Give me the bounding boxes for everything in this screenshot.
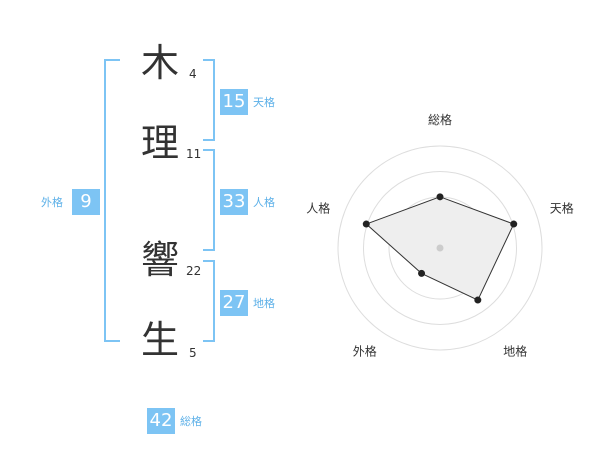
radar-axis-label-2: 天格 bbox=[550, 200, 574, 215]
radar-grid-ring-1 bbox=[414, 222, 466, 274]
jinkaku-label: 人格 bbox=[253, 196, 275, 209]
radar-axis-label-3: 地格 bbox=[503, 344, 527, 359]
jinkaku-value: 33 bbox=[220, 189, 248, 215]
name-char-2: 理 bbox=[140, 121, 179, 165]
radar-axis-label-1: 総格 bbox=[428, 112, 452, 127]
radar-point-1 bbox=[436, 193, 444, 201]
soukaku-value: 42 bbox=[147, 408, 175, 434]
gaikaku-label: 外格 bbox=[41, 196, 63, 209]
gaikaku-bracket bbox=[104, 59, 120, 342]
chikaku-label: 地格 bbox=[253, 297, 275, 310]
stroke-count-4: 5 bbox=[189, 346, 197, 360]
tenkaku-value: 15 bbox=[220, 89, 248, 115]
radar-point-4 bbox=[418, 269, 426, 277]
name-char-3: 響 bbox=[140, 238, 179, 282]
radar-grid-ring-3 bbox=[363, 171, 517, 325]
radar-center-dot bbox=[436, 244, 444, 252]
radar-score-area bbox=[365, 196, 515, 301]
name-char-1: 木 bbox=[140, 41, 179, 85]
radar-point-2 bbox=[510, 220, 518, 228]
radar-point-5 bbox=[362, 220, 370, 228]
radar-grid-ring-2 bbox=[388, 196, 492, 300]
name-char-4: 生 bbox=[140, 318, 179, 362]
stroke-count-2: 11 bbox=[186, 147, 202, 161]
radar-point-3 bbox=[474, 296, 482, 304]
radar-axis-label-5: 人格 bbox=[306, 200, 330, 215]
tenkaku-bracket bbox=[203, 59, 215, 141]
soukaku-label: 総格 bbox=[180, 415, 202, 428]
tenkaku-label: 天格 bbox=[253, 96, 275, 109]
radar-points bbox=[362, 193, 518, 304]
chikaku-bracket bbox=[203, 260, 215, 342]
jinkaku-bracket bbox=[203, 149, 215, 251]
radar-grid-ring-4 bbox=[337, 145, 543, 351]
stroke-count-3: 22 bbox=[186, 264, 202, 278]
stroke-count-1: 4 bbox=[189, 67, 197, 81]
gaikaku-value: 9 bbox=[72, 189, 100, 215]
radar-axis-label-4: 外格 bbox=[353, 344, 377, 359]
chikaku-value: 27 bbox=[220, 290, 248, 316]
radar-grid bbox=[337, 145, 543, 351]
